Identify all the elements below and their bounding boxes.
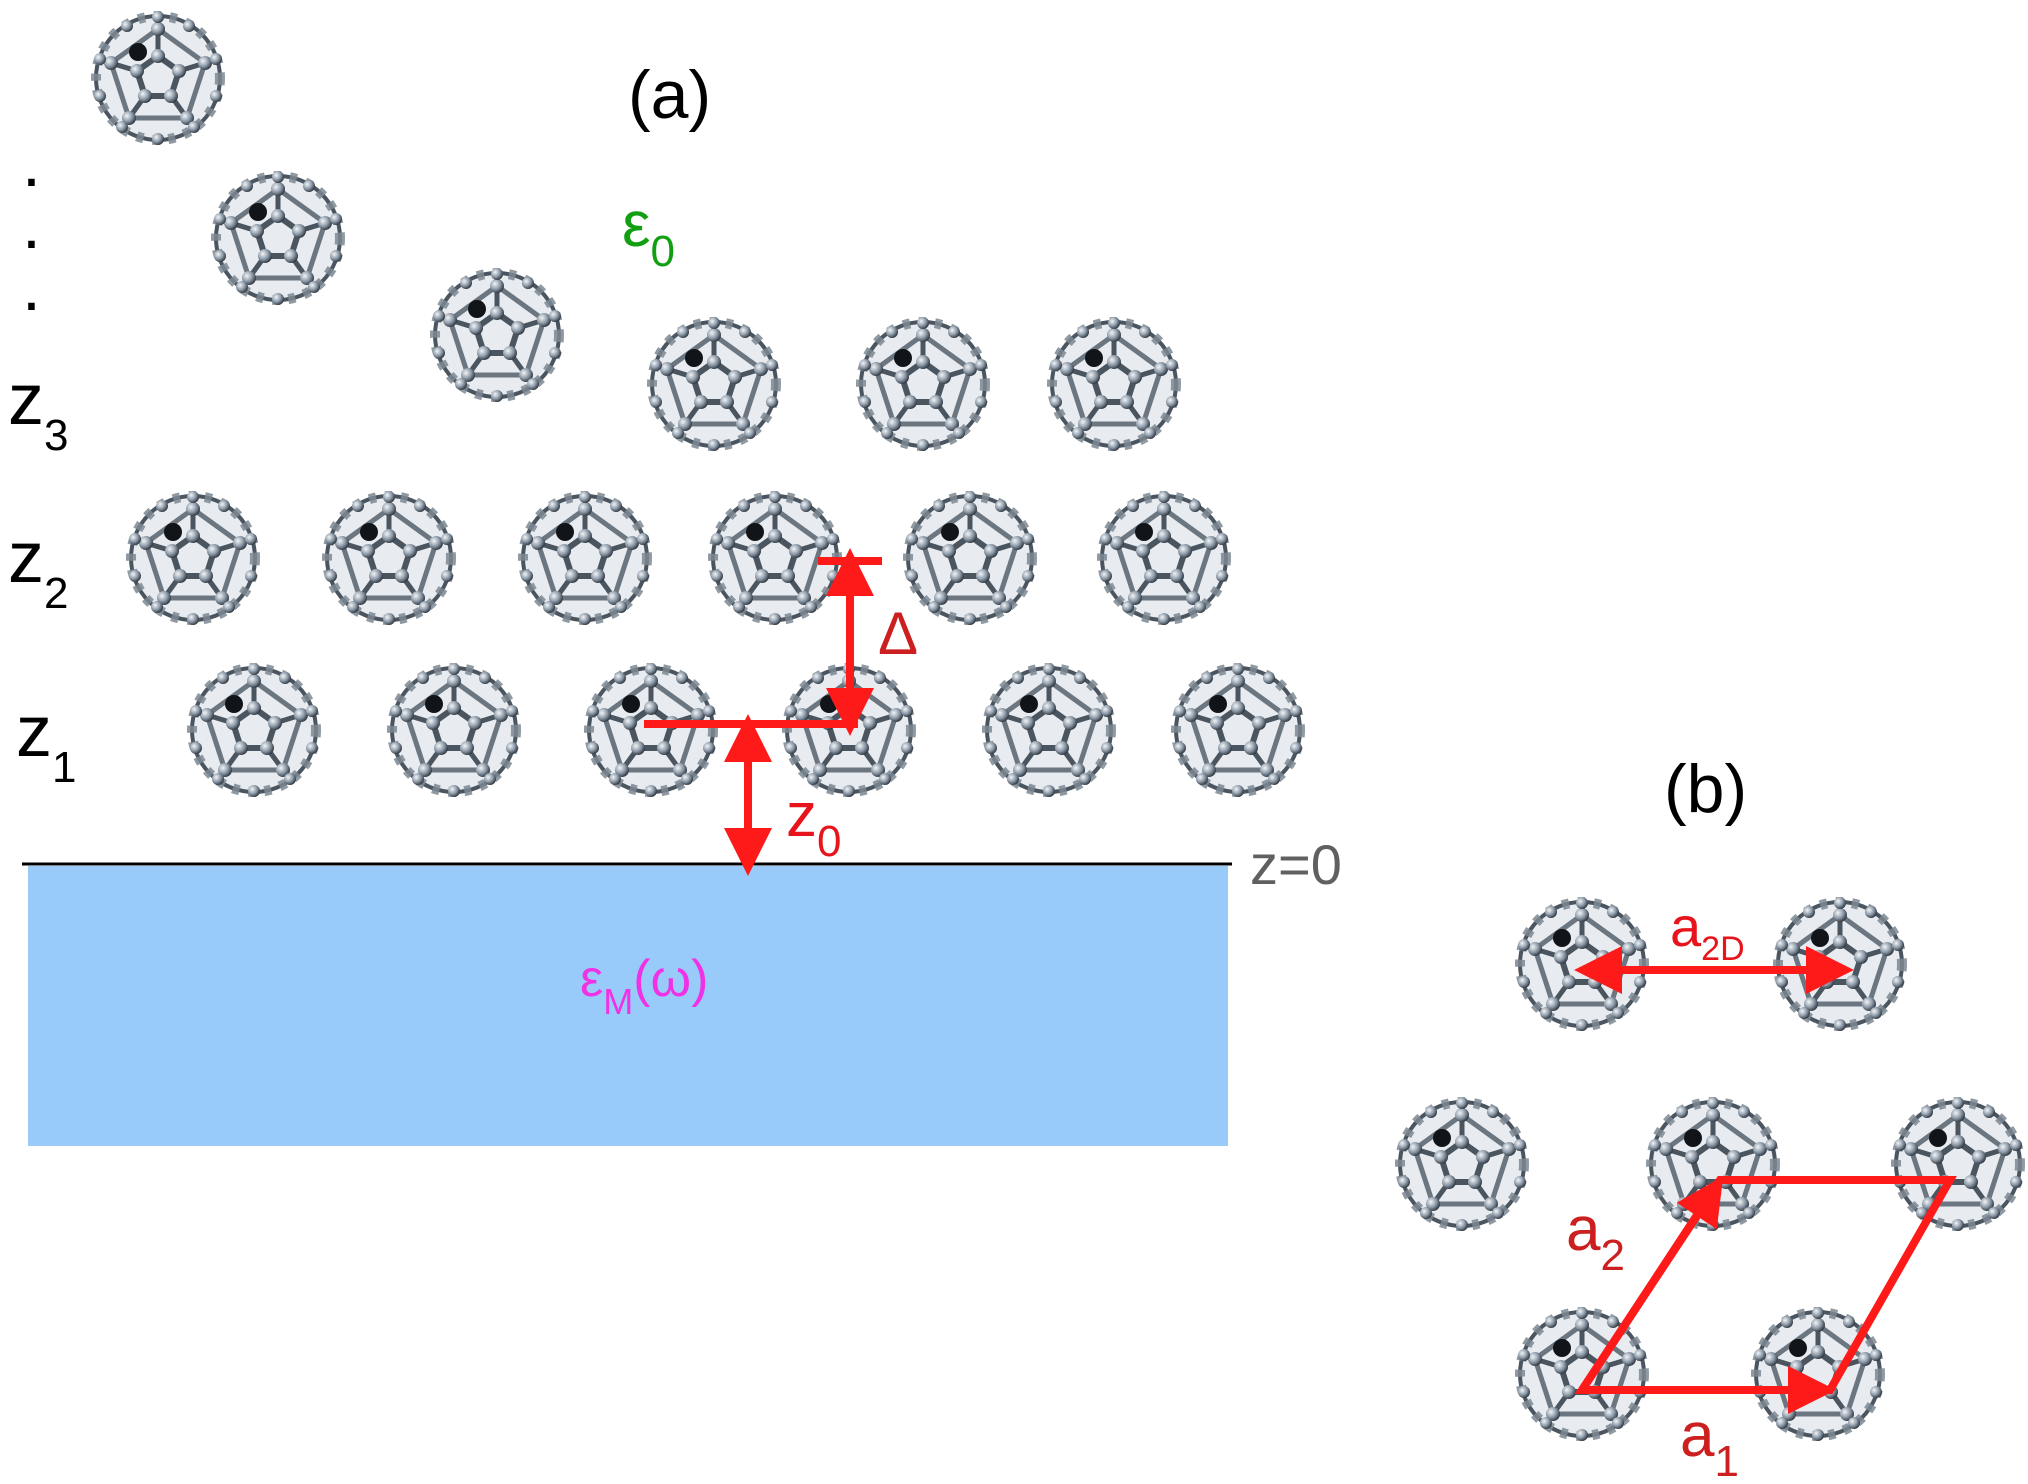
fullerene-c60-icon	[1100, 491, 1228, 625]
fullerene-c60-icon	[390, 663, 518, 797]
a1-label: a1	[1680, 1401, 1739, 1484]
fullerene-c60-icon	[906, 491, 1034, 625]
a2-label: a2	[1566, 1195, 1625, 1280]
surface-label: z=0	[1250, 833, 1342, 896]
fullerene-c60-icon	[325, 491, 453, 625]
panel-b-annotations	[1574, 946, 1957, 1414]
fullerene-c60-icon	[1398, 1097, 1526, 1231]
fullerene-c60-icon	[650, 317, 778, 451]
dots-2: .	[22, 187, 41, 263]
layer-label-z1: z1	[16, 692, 76, 792]
fullerene-c60-icon	[1050, 317, 1178, 451]
fullerene-c60-icon	[190, 663, 318, 797]
layer-label-z2: z2	[8, 518, 68, 618]
fullerene-c60-icon	[859, 317, 987, 451]
fullerene-c60-icon	[521, 491, 649, 625]
layer-label-z3: z3	[8, 360, 68, 460]
fullerene-c60-icon	[1649, 1097, 1777, 1231]
fullerene-c60-icon	[1776, 897, 1904, 1031]
fullerene-c60-icon	[433, 268, 561, 402]
fullerene-c60-icon	[94, 11, 222, 145]
z0-label: z0	[786, 781, 841, 866]
fullerene-c60-icon	[1518, 897, 1646, 1031]
metal-substrate	[28, 866, 1228, 1146]
panel-a-label: (a)	[628, 57, 711, 133]
fullerene-c60-icon	[985, 663, 1113, 797]
dots-1: .	[22, 125, 41, 201]
vacuum-permittivity-label: ε0	[622, 188, 675, 276]
vacuum-symbol: ε	[622, 188, 651, 260]
fullerene-c60-icon	[1894, 1097, 2022, 1231]
panel-b-label: (b)	[1664, 751, 1747, 827]
a2-arrow	[1578, 1175, 1724, 1393]
fullerene-c60-icon	[587, 663, 715, 797]
panel-a-annotations	[644, 548, 882, 876]
dots-3: .	[22, 249, 41, 325]
panel-b-molecules	[1398, 897, 2022, 1441]
a2d-label: a2D	[1670, 895, 1745, 968]
vacuum-subscript: 0	[651, 227, 675, 276]
fullerene-c60-icon	[214, 171, 342, 305]
fullerene-c60-icon	[129, 491, 257, 625]
delta-label: Δ	[878, 600, 918, 667]
metal-dielectric-label: εM(ω)	[580, 950, 708, 1022]
fullerene-c60-icon	[1174, 663, 1302, 797]
